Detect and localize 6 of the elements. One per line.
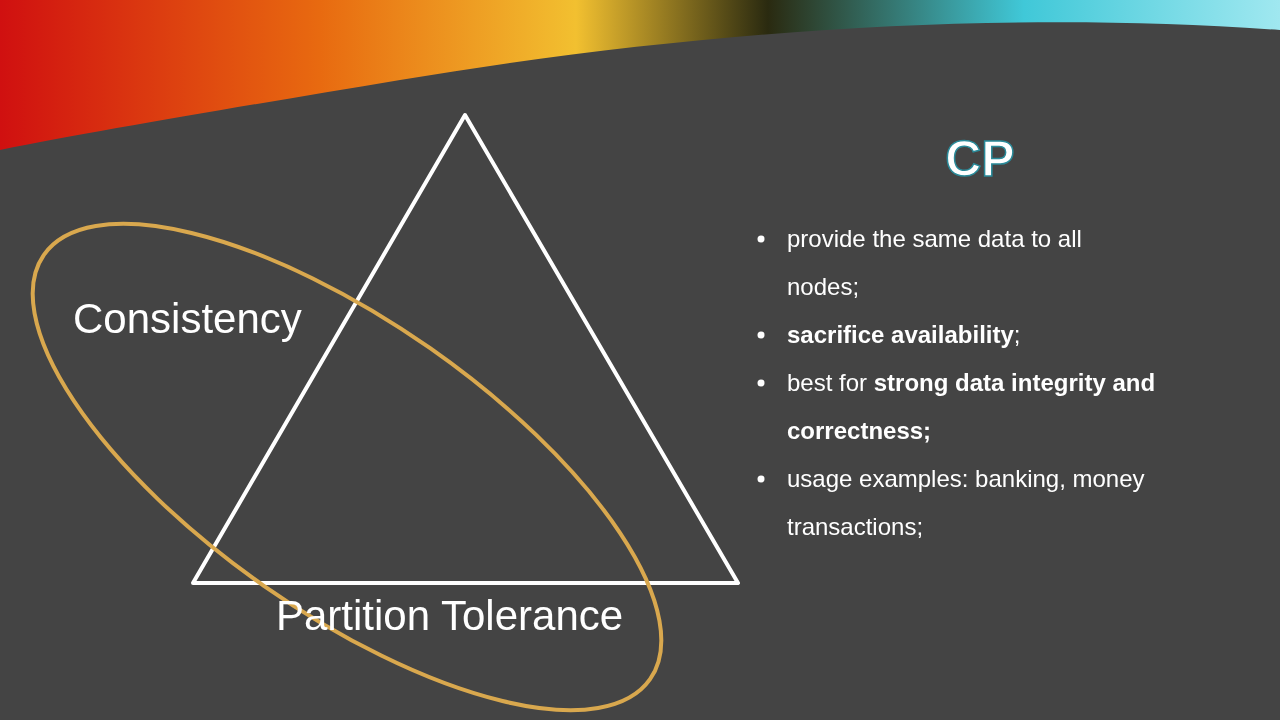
bullet-text: usage examples: banking, money transactions; [787, 464, 1146, 542]
bullet-text: sacrifice availability; [787, 320, 1022, 350]
slide-title: CP [944, 130, 1016, 188]
circle-label: Consistency [73, 295, 302, 343]
bullet-text: best for strong data integrity and correctness; [787, 368, 1157, 446]
bullet-text: provide the same data to all nodes; [787, 224, 1083, 302]
